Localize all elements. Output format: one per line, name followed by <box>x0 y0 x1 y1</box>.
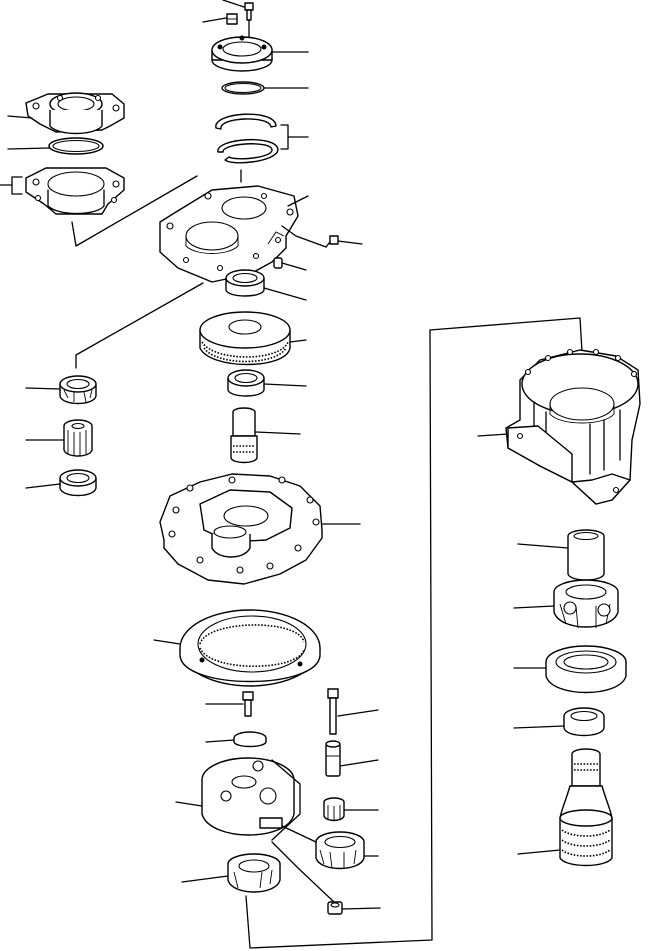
leader-line <box>75 282 204 369</box>
output-shaft <box>517 748 613 867</box>
pinion-shaft <box>230 407 301 464</box>
oring-left <box>7 137 104 155</box>
nut-bottom <box>271 841 381 915</box>
final-case <box>477 348 641 505</box>
washer <box>205 731 267 748</box>
bolt-mid <box>205 691 254 717</box>
seal-right <box>513 645 627 694</box>
collar <box>517 529 605 581</box>
bearing-upper <box>225 269 307 301</box>
long-bolt <box>327 688 379 735</box>
bearing-middle <box>227 369 307 397</box>
bearing-right-1 <box>513 579 619 629</box>
snap-ring-pair <box>215 113 309 183</box>
bushing <box>325 740 379 777</box>
bearing-left-1 <box>25 375 97 405</box>
bearing-left-2 <box>25 469 97 497</box>
needle-bearing <box>323 797 379 822</box>
roller-left <box>25 419 93 457</box>
bearing-bottom <box>181 853 281 893</box>
leader-line <box>71 175 198 247</box>
plug-small <box>273 257 307 271</box>
flange-left <box>7 92 125 135</box>
carrier-lower <box>175 757 301 841</box>
carrier-housing <box>159 185 309 283</box>
bearing-right-2 <box>513 707 605 737</box>
main-housing <box>159 473 361 585</box>
oring-top <box>221 81 309 95</box>
ring-gear-large <box>153 609 321 687</box>
plug-bolt <box>281 225 363 248</box>
taper-bearing-lower <box>281 825 379 870</box>
leader-line <box>245 317 583 949</box>
ring-gear-small <box>199 311 307 366</box>
gasket-left <box>0 167 125 215</box>
cover-top <box>211 35 309 72</box>
nut-top <box>202 13 238 25</box>
